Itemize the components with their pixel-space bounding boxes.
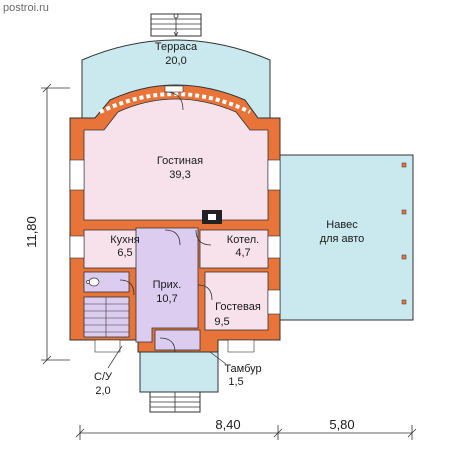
carport-posts	[401, 162, 407, 305]
terrace-name: Терраса	[155, 41, 198, 53]
vestibule-name: Тамбур	[224, 363, 261, 375]
wc-fixtures	[86, 277, 100, 287]
kitchen-name: Кухня	[110, 234, 139, 246]
windows	[69, 159, 281, 353]
vestibule-room	[154, 329, 201, 351]
house-width-label: 8,40	[215, 417, 240, 432]
guest-area: 9,5	[214, 316, 229, 328]
height-dimension	[41, 83, 70, 365]
carport-area	[277, 154, 414, 321]
staircase	[83, 296, 130, 338]
door-swings	[119, 229, 213, 353]
kitchen-area: 6,5	[117, 247, 132, 259]
boiler-area: 4,7	[235, 247, 250, 259]
entrance-porch	[139, 351, 219, 393]
stove-opening	[208, 214, 216, 220]
carport-name-line1: Навес	[326, 219, 358, 231]
wc-name: С/У	[94, 371, 113, 383]
guest-name: Гостевая	[215, 301, 261, 313]
hall-name: Прих.	[153, 279, 182, 291]
height-dimension-label: 11,80	[24, 216, 39, 248]
bottom-steps	[149, 391, 201, 413]
guest-room	[204, 271, 269, 331]
living-room-name: Гостиная	[157, 155, 203, 167]
terrace-area-value: 20,0	[165, 55, 186, 67]
wc-leader	[107, 345, 123, 369]
living-room-area: 39,3	[169, 169, 190, 181]
watermark-text: postroi.ru	[3, 2, 49, 14]
vestibule-leader	[209, 351, 227, 365]
carport-width-label: 5,80	[329, 417, 354, 432]
carport-name-line2: для авто	[320, 233, 365, 245]
width-dimension	[75, 425, 417, 440]
wc-area: 2,0	[95, 385, 110, 397]
living-room	[83, 98, 269, 221]
boiler-name: Котел.	[227, 234, 259, 246]
top-steps	[150, 13, 202, 37]
hall-area: 10,7	[156, 293, 177, 305]
hall-room	[135, 227, 199, 343]
terrace-door	[164, 85, 184, 111]
vestibule-area: 1,5	[228, 376, 243, 388]
